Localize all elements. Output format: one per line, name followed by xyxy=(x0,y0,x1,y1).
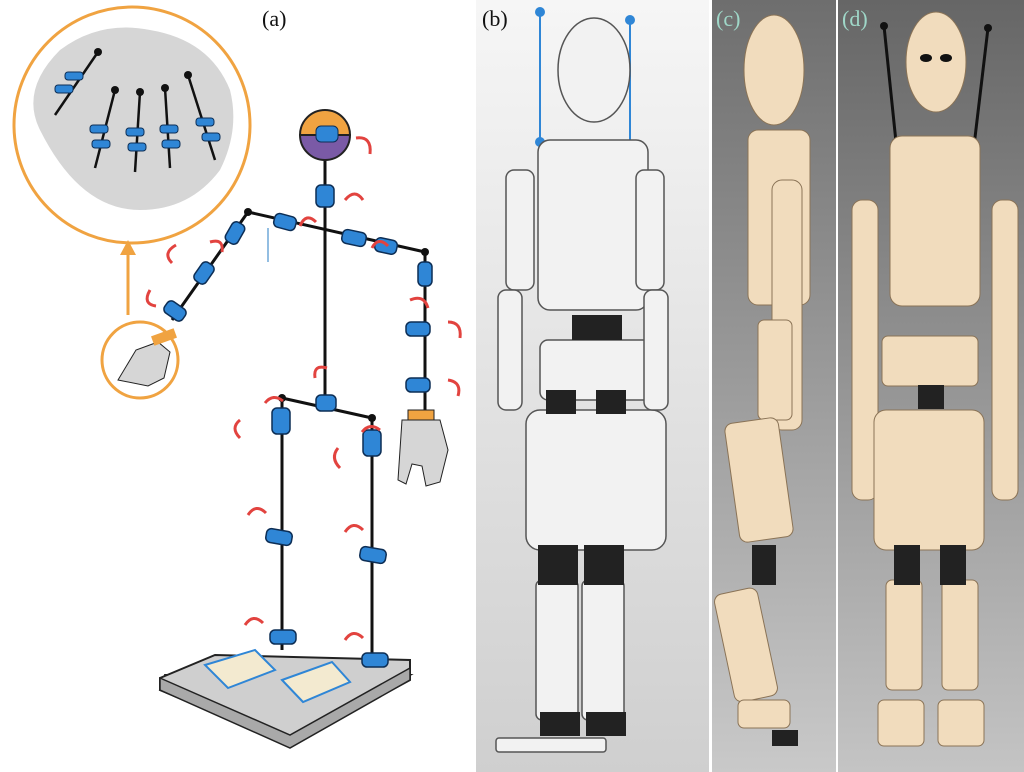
head-joint xyxy=(298,109,352,161)
hand-pointing-inset xyxy=(100,320,180,400)
hand-detail-inset xyxy=(12,5,252,315)
foot-sensor-left xyxy=(203,648,277,690)
panel-a-kinematic-diagram: (a) xyxy=(0,0,475,772)
rotation-arrows xyxy=(145,136,462,641)
panel-c-side-photo: (c) xyxy=(712,0,836,772)
panel-label-a: (a) xyxy=(262,6,287,31)
skeleton-links xyxy=(170,160,427,660)
panel-label-d: (d) xyxy=(842,6,868,31)
robot-front-body xyxy=(851,11,1019,747)
kinematic-diagram-svg xyxy=(12,5,462,749)
foot-sensor-right xyxy=(280,660,352,704)
side-photo-svg xyxy=(714,14,811,746)
joint-actuators xyxy=(163,184,433,668)
panel-d-front-photo: (d) xyxy=(838,0,1024,772)
front-photo-svg xyxy=(851,11,1019,747)
right-hand xyxy=(397,409,449,487)
robot-side-body xyxy=(714,14,811,729)
base-platform xyxy=(158,648,414,749)
tether-lines xyxy=(539,12,631,148)
robot-render-body xyxy=(495,17,669,753)
panel-label-c: (c) xyxy=(716,6,741,31)
servo-blocks xyxy=(538,315,626,736)
tether-cables xyxy=(882,25,990,147)
panel-b-cad-render: (b) xyxy=(476,0,709,772)
joint-nodes xyxy=(244,208,429,422)
panel-label-b: (b) xyxy=(482,6,508,31)
cad-render-svg xyxy=(495,7,669,753)
